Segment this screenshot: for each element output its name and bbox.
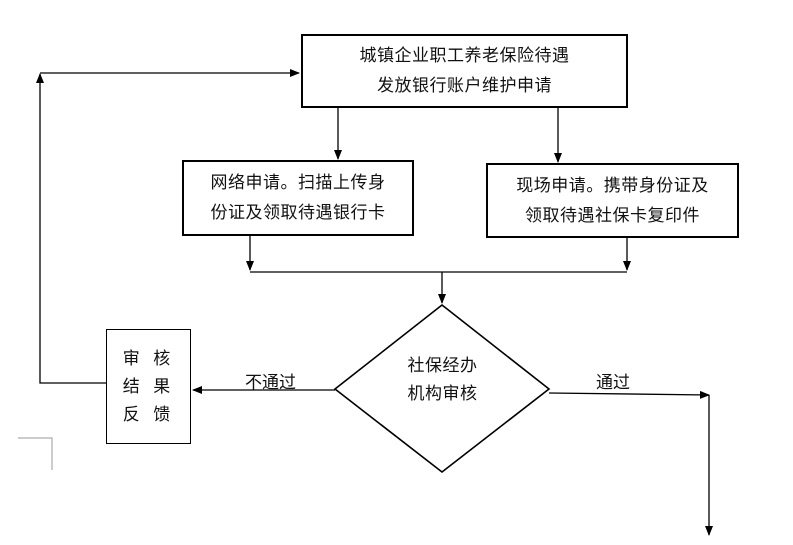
page-corner-mark <box>18 437 53 470</box>
onsite-node-line-1: 现场申请。携带身份证及 <box>516 175 709 196</box>
review-decision-label: 社保经办 机构审核 <box>385 352 500 408</box>
onsite-node-line-2: 领取待遇社保卡复印件 <box>525 205 700 226</box>
result-line-3: 反 馈 <box>122 404 175 425</box>
arrow-result-to-top <box>36 73 106 384</box>
fail-edge-label: 不通过 <box>245 373 296 393</box>
start-node-line-2: 发放银行账户维护申请 <box>377 76 552 96</box>
start-node-line-1: 城镇企业职工养老保险待遇 <box>359 46 570 66</box>
review-line-2: 机构审核 <box>407 384 478 404</box>
application-start-node: 城镇企业职工养老保险待遇 发放银行账户维护申请 <box>301 34 628 108</box>
review-line-1: 社保经办 <box>407 356 478 376</box>
pass-edge-label: 通过 <box>596 373 630 393</box>
result-line-1: 审 核 <box>122 348 175 369</box>
online-node-line-2: 份证及领取待遇银行卡 <box>210 203 386 223</box>
arrow-review-pass <box>548 390 710 399</box>
online-application-node: 网络申请。扫描上传身 份证及领取待遇银行卡 <box>182 160 414 236</box>
review-result-feedback-node: 审 核 结 果 反 馈 <box>106 329 191 444</box>
onsite-application-node: 现场申请。携带身份证及 领取待遇社保卡复印件 <box>486 163 739 238</box>
result-line-2: 结 果 <box>122 376 175 397</box>
online-node-line-1: 网络申请。扫描上传身 <box>210 173 386 193</box>
review-diamond <box>333 303 551 474</box>
